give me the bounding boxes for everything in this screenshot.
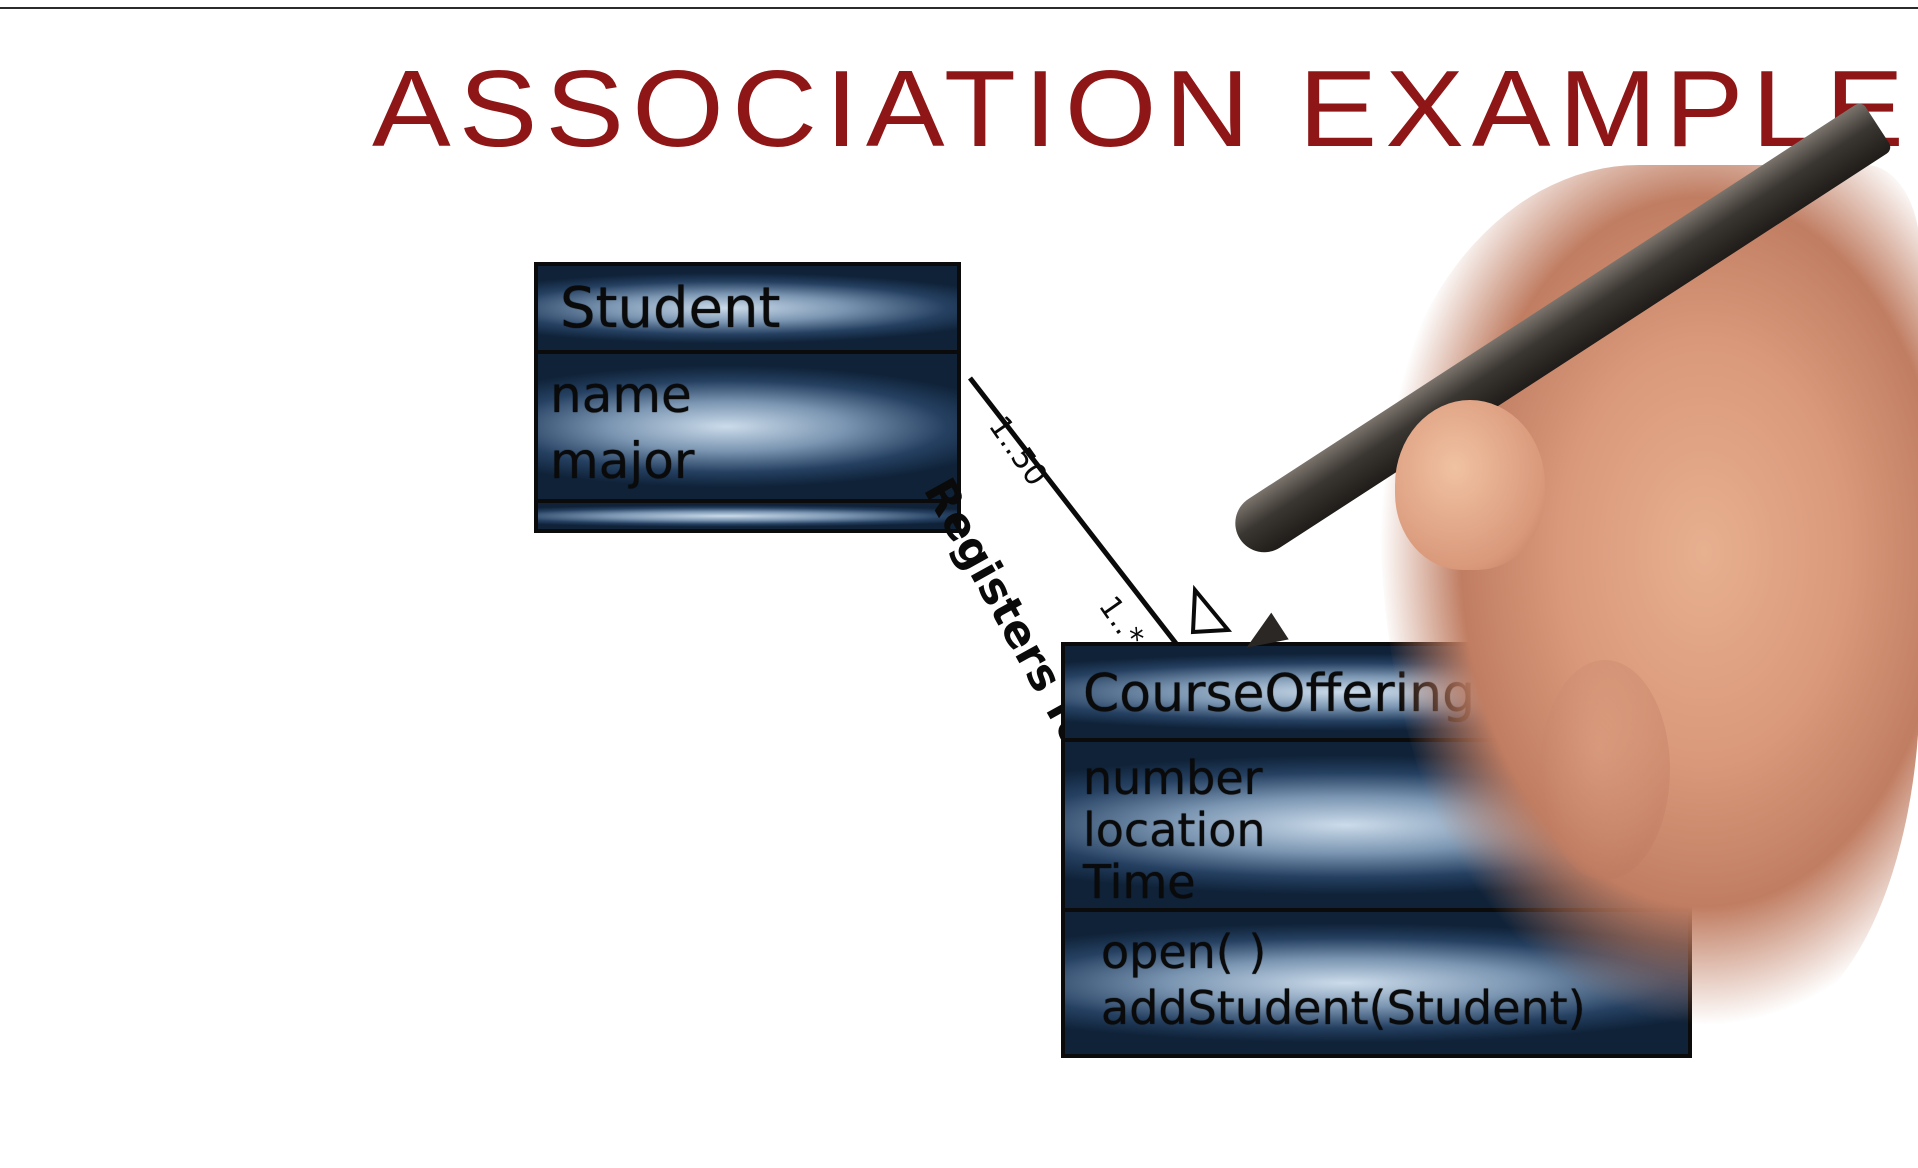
course-offering-attribute-time: Time bbox=[1083, 855, 1196, 909]
student-attribute-name: name bbox=[550, 366, 692, 424]
finger-shadow bbox=[1540, 660, 1670, 880]
association-line bbox=[968, 376, 1180, 648]
triangle-arrow-icon bbox=[1190, 584, 1233, 635]
course-offering-operation-add-student: addStudent(Student) bbox=[1101, 981, 1586, 1035]
student-operations-section bbox=[538, 503, 957, 529]
student-class-name: Student bbox=[560, 276, 781, 341]
top-divider bbox=[0, 0, 1918, 9]
student-attribute-major: major bbox=[550, 432, 695, 490]
course-offering-attribute-number: number bbox=[1083, 751, 1263, 805]
course-offering-operation-open: open( ) bbox=[1101, 925, 1267, 979]
student-attributes-section: name major bbox=[538, 354, 957, 503]
student-class-box: Student name major bbox=[534, 262, 961, 533]
student-class-name-section: Student bbox=[538, 266, 957, 354]
thumb-illustration bbox=[1395, 400, 1545, 570]
hand-illustration bbox=[1380, 165, 1918, 1025]
course-offering-attribute-location: location bbox=[1083, 803, 1266, 857]
